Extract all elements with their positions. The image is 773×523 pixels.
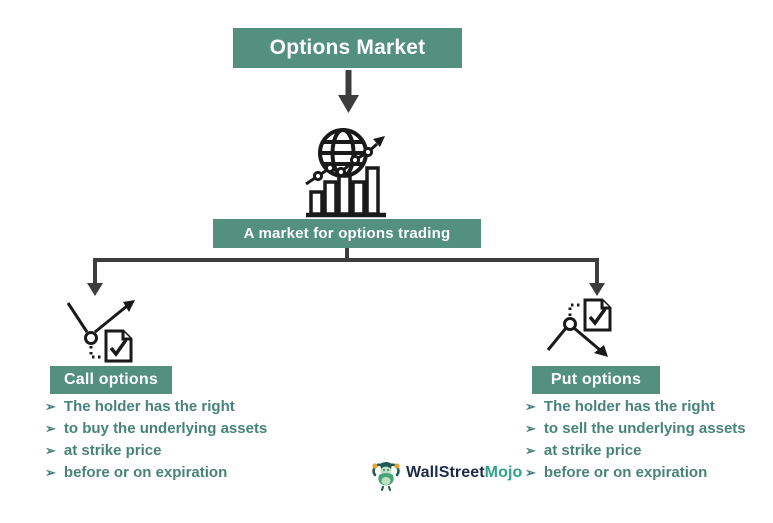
list-item-text: to sell the underlying assets <box>543 420 746 437</box>
put-option-trend-icon <box>546 298 612 357</box>
list-item-text: The holder has the right <box>63 398 235 415</box>
arrow-bullet-icon: ➢ <box>45 399 56 414</box>
put-options-label: Put options <box>532 366 660 394</box>
arrow-bullet-icon: ➢ <box>525 443 536 458</box>
logo-wordmark: WallStreetMojo <box>406 464 522 482</box>
call-options-list: ➢ The holder has the right ➢ to buy the … <box>45 397 335 483</box>
branch-connector <box>87 248 605 296</box>
list-item-text: to buy the underlying assets <box>63 420 268 437</box>
arrow-down-icon <box>338 70 359 113</box>
call-options-label: Call options <box>50 366 172 394</box>
page-title: Options Market <box>233 28 462 68</box>
list-item: ➢ before or on expiration <box>45 463 335 483</box>
arrow-bullet-icon: ➢ <box>45 465 56 480</box>
list-item-text: at strike price <box>63 442 162 459</box>
list-item: ➢ to sell the underlying assets <box>525 419 773 439</box>
logo-text-secondary: Mojo <box>484 464 523 481</box>
arrow-bullet-icon: ➢ <box>525 465 536 480</box>
arrow-bullet-icon: ➢ <box>45 443 56 458</box>
arrow-bullet-icon: ➢ <box>45 421 56 436</box>
list-item: ➢ The holder has the right <box>45 397 335 417</box>
globe-growth-chart-icon <box>305 128 386 218</box>
put-options-list: ➢ The holder has the right ➢ to sell the… <box>525 397 773 483</box>
list-item-text: The holder has the right <box>543 398 715 415</box>
arrow-bullet-icon: ➢ <box>525 399 536 414</box>
list-item: ➢ to buy the underlying assets <box>45 419 335 439</box>
list-item: ➢ The holder has the right <box>525 397 773 417</box>
logo-text-primary: WallStreet <box>406 464 485 481</box>
list-item: ➢ before or on expiration <box>525 463 773 483</box>
market-caption: A market for options trading <box>213 219 481 248</box>
list-item-text: before or on expiration <box>543 464 708 481</box>
call-option-trend-icon <box>66 300 135 363</box>
list-item: ➢ at strike price <box>45 441 335 461</box>
list-item-text: at strike price <box>543 442 642 459</box>
arrow-bullet-icon: ➢ <box>525 421 536 436</box>
wallstreetmojo-mascot-icon <box>372 462 400 491</box>
list-item: ➢ at strike price <box>525 441 773 461</box>
wallstreetmojo-logo: WallStreetMojo <box>371 455 522 491</box>
list-item-text: before or on expiration <box>63 464 228 481</box>
